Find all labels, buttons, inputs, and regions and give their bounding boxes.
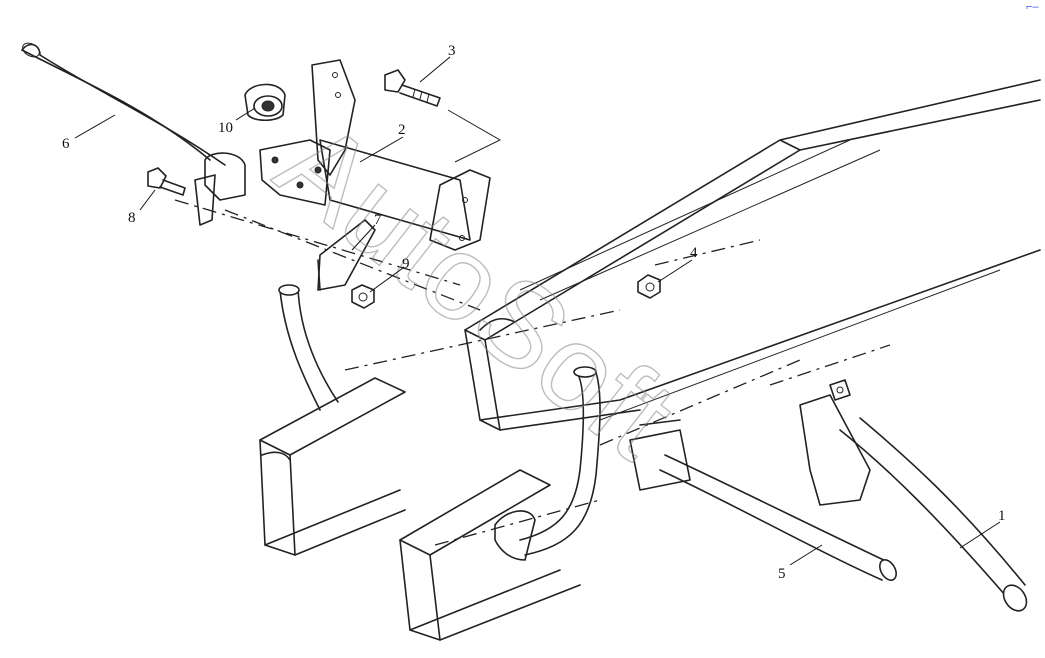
bracket-7	[317, 219, 376, 291]
center-lines	[174, 109, 891, 546]
pipe-s-bend	[494, 366, 601, 561]
callout-5: 5	[778, 566, 786, 582]
nut-4	[637, 274, 661, 299]
pipe-5	[629, 419, 897, 581]
bolt-3	[384, 69, 441, 107]
callout-leaders	[74, 56, 1001, 566]
corner-mark-icon: ⌐–	[1026, 1, 1039, 13]
callout-8: 8	[128, 210, 136, 226]
pipe-1	[839, 417, 1028, 612]
pipe-6	[21, 42, 226, 166]
callout-2: 2	[398, 122, 406, 138]
bolt-8	[147, 167, 186, 196]
callout-3: 3	[448, 43, 456, 59]
pipe-clamp-left	[194, 152, 246, 226]
callout-9: 9	[402, 256, 410, 272]
callout-10: 10	[218, 120, 233, 136]
callout-labels: 1 2 3 4 5 6 7 8 9 10	[62, 43, 1006, 582]
pipe-vertical-left	[278, 284, 339, 411]
cross-member-center	[399, 469, 581, 641]
callout-6: 6	[62, 136, 70, 152]
callout-1: 1	[998, 508, 1006, 524]
frame-rail	[464, 79, 1041, 431]
cross-member-left	[259, 377, 406, 556]
bushing-10	[244, 83, 286, 122]
pipe-bracket-right	[799, 379, 871, 506]
mount-bracket-2	[259, 59, 491, 251]
callout-7: 7	[374, 212, 382, 228]
callout-4: 4	[690, 245, 698, 261]
nut-9	[351, 284, 375, 309]
